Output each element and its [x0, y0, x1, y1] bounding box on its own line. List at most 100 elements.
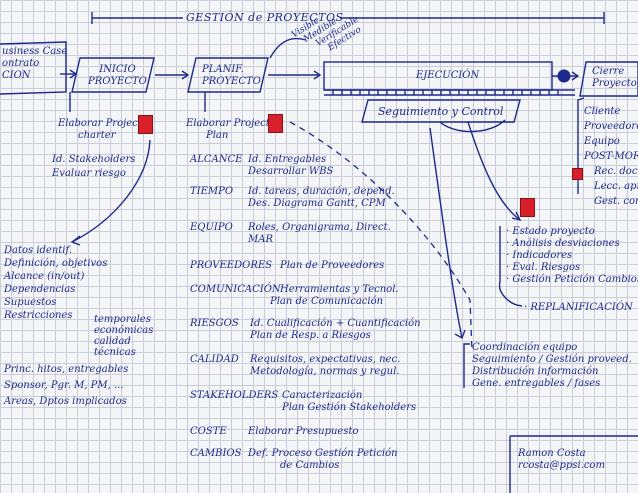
list-item: POST-MORTEM	[584, 151, 638, 162]
charter-extra-list: Princ. hitos, entregables Sponsor, Pgr. …	[4, 362, 128, 410]
planif-head: Elaborar Project Plan	[186, 118, 270, 142]
planif-head-2: Plan	[206, 130, 229, 141]
planif-desc-2: Plan de Comunicación	[270, 296, 384, 307]
list-item: Supuestos	[4, 297, 57, 308]
list-item: temporales	[94, 314, 151, 325]
planif-key: COMUNICACIÓN	[190, 284, 281, 295]
flag-icon	[520, 198, 535, 217]
list-item: · Gestión Petición Cambios	[506, 274, 638, 285]
list-item: Princ. hitos, entregables	[4, 364, 129, 375]
author-email: rcosta@ppsi.com	[518, 460, 605, 471]
planif-key: CALIDAD	[190, 354, 239, 365]
inicio-task-charter-1: Elaborar Project	[58, 118, 142, 129]
phase-planif-line-1: PLANIF.	[202, 64, 244, 75]
planif-desc-1: Id. tareas, duración, depend.	[248, 186, 395, 197]
author-box: Ramon Costa rcosta@ppsi.com	[518, 448, 605, 472]
list-item: Alcance (in/out)	[4, 271, 85, 282]
inicio-task-charter: Elaborar Project charter	[58, 118, 142, 142]
inicio-task-charter-2: charter	[78, 130, 116, 141]
business-case-box: usiness Case ontrato CION	[2, 46, 67, 82]
planif-key: CAMBIOS	[190, 448, 242, 459]
flag-icon	[138, 115, 153, 134]
planif-key: ALCANCE	[190, 154, 243, 165]
list-item: económicas	[94, 325, 154, 336]
planif-desc-1: Requisitos, expectativas, nec.	[250, 354, 401, 365]
planif-desc-1: Caracterización	[282, 390, 363, 401]
planif-item-comunicacion: COMUNICACIÓNHerramientas y Tecnol.Plan d…	[190, 284, 399, 308]
planif-desc-2: Des. Diagrama Gantt, CPM	[248, 198, 386, 209]
list-item: Lecc. apren.	[594, 181, 638, 192]
planif-desc-2: Metodología, normas y regul.	[250, 366, 400, 377]
ejecucion-list: Coordinación equipo Seguimiento / Gestió…	[472, 342, 632, 390]
list-item: Coordinación equipo	[472, 342, 578, 353]
inicio-task-stakeholders: Id. Stakeholders	[52, 154, 136, 165]
planif-desc-1: Plan de Proveedores	[280, 260, 385, 271]
planif-item-riesgos: RIESGOS Id. Cualificación + Cuantificació…	[190, 318, 421, 342]
phase-inicio-line-2: PROYECTO	[88, 76, 147, 87]
business-case-line-3: CION	[2, 70, 31, 81]
list-item: Rec. docum.	[594, 166, 638, 177]
list-item: Datos identif.	[4, 245, 73, 256]
phase-inicio-line-1: INICIO	[99, 64, 136, 75]
author-name: Ramon Costa	[518, 448, 586, 459]
cierre-items-list: Cliente Proveedores Equipo POST-MORTEM R…	[584, 104, 638, 209]
seguimiento-list: · Estado proyecto · Análisis desviacione…	[506, 226, 638, 286]
phase-planif-line-2: PROYECTO	[202, 76, 261, 87]
business-case-line-1: usiness Case	[2, 46, 68, 57]
planif-desc-1: Elaborar Presupuesto	[248, 426, 359, 437]
list-item: Restricciones	[4, 310, 73, 321]
planif-item-coste: COSTE Elaborar Presupuesto	[190, 426, 359, 438]
planif-desc-2: de Cambios	[280, 460, 340, 471]
diagram-title: GESTIÓN de PROYECTOS	[186, 11, 344, 24]
charter-details-list: Datos identif. Definición, objetivos Alc…	[4, 244, 107, 322]
planif-desc-2: MAR	[248, 234, 273, 245]
seguimiento-control: Seguimiento y Control	[378, 105, 504, 118]
phase-cierre: Cierre Proyecto	[592, 66, 637, 90]
list-item: Sponsor, Pgr. M, PM, ...	[4, 380, 124, 391]
planif-head-1: Elaborar Project	[186, 118, 270, 129]
planif-desc-2: Plan de Resp. a Riesgos	[250, 330, 371, 341]
phase-ejecucion: EJECUCIÓN	[416, 70, 480, 81]
list-item: Cliente	[584, 106, 621, 117]
planif-item-proveedores: PROVEEDORES Plan de Proveedores	[190, 260, 384, 272]
list-item: Dependencias	[4, 284, 76, 295]
planif-item-tiempo: TIEMPO Id. tareas, duración, depend.Des. …	[190, 186, 395, 210]
list-item: · Eval. Riesgos	[506, 262, 581, 273]
planif-desc-2: Plan Gestión Stakeholders	[282, 402, 417, 413]
list-item: Definición, objetivos	[4, 258, 108, 269]
planif-desc-1: Herramientas y Tecnol.	[280, 284, 399, 295]
planif-desc-1: Id. Cualificación + Cuantificación	[250, 318, 421, 329]
list-item: · Indicadores	[506, 250, 573, 261]
business-case-line-2: ontrato	[2, 58, 40, 69]
flag-icon	[268, 114, 283, 133]
phase-cierre-line-2: Proyecto	[592, 78, 637, 89]
planif-key: TIEMPO	[190, 186, 234, 197]
replanificacion-label: · REPLANIFICACIÓN	[524, 302, 633, 313]
phase-planif: PLANIF. PROYECTO	[202, 64, 261, 88]
planif-desc-1: Id. Entregables	[248, 154, 327, 165]
list-item: Areas, Dptos implicados	[4, 396, 127, 407]
restricciones-list: temporales económicas calidad técnicas	[94, 314, 153, 358]
planif-key: COSTE	[190, 426, 227, 437]
inicio-task-riesgo: Evaluar riesgo	[52, 168, 126, 179]
list-item: Seguimiento / Gestión proveed.	[472, 354, 632, 365]
list-item: Proveedores	[584, 121, 638, 132]
list-item: · Estado proyecto	[506, 226, 595, 237]
list-item: Gest. cono.	[594, 196, 638, 207]
planif-key: PROVEEDORES	[190, 260, 272, 271]
phase-inicio: INICIO PROYECTO	[88, 64, 147, 88]
planif-key: EQUIPO	[190, 222, 233, 233]
list-item: · Análisis desviaciones	[506, 238, 620, 249]
planif-desc-1: Def. Proceso Gestión Petición	[248, 448, 398, 459]
planif-key: STAKEHOLDERS	[190, 390, 279, 401]
planif-key: RIESGOS	[190, 318, 239, 329]
list-item: Distribución información	[472, 366, 599, 377]
list-item: técnicas	[94, 347, 136, 358]
phase-cierre-line-1: Cierre	[592, 66, 625, 77]
list-item: Equipo	[584, 136, 620, 147]
